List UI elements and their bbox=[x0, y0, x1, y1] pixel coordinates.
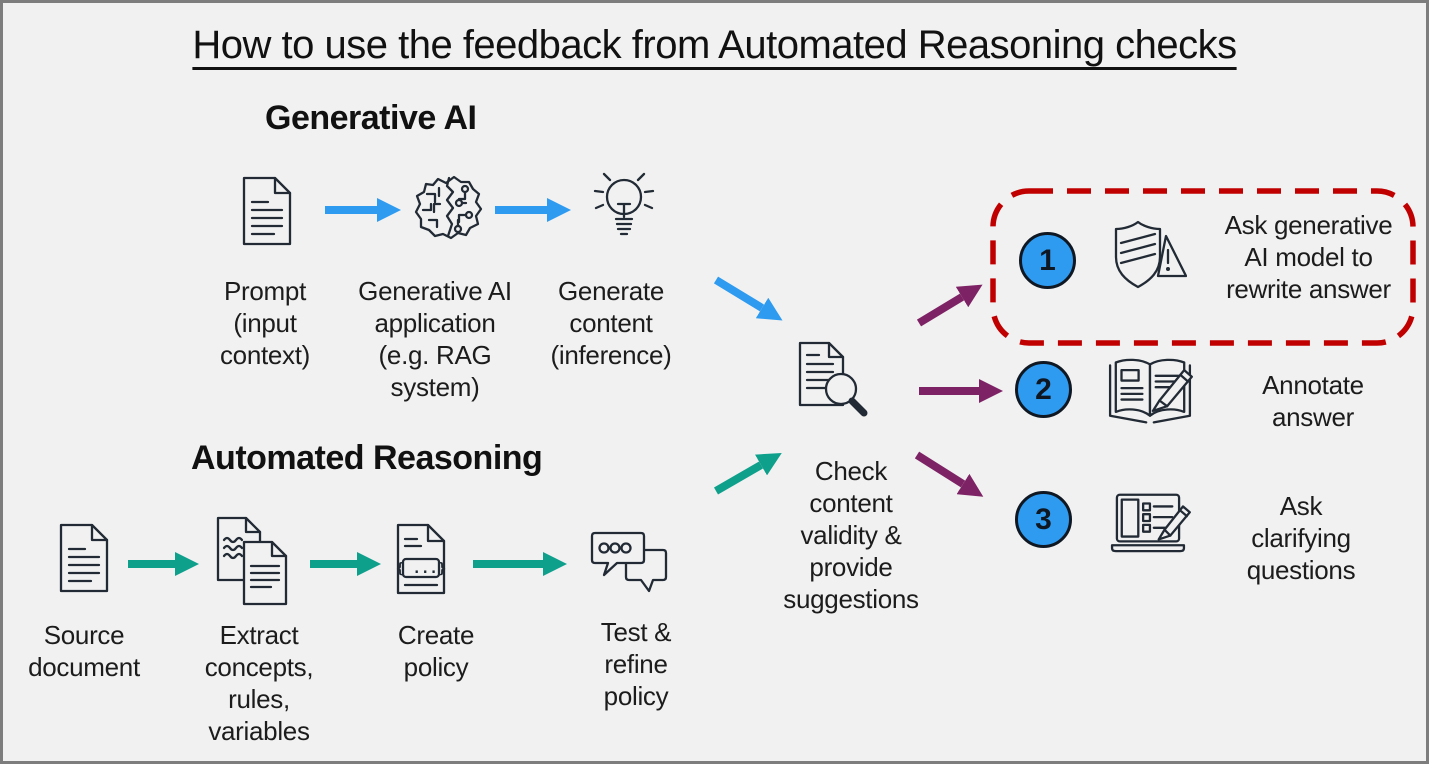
automated-reasoning-section-heading: Automated Reasoning bbox=[191, 439, 543, 477]
page-title: How to use the feedback from Automated R… bbox=[192, 23, 1237, 67]
outcome-2-number: 2 bbox=[1035, 372, 1052, 406]
outcome-1-label: Ask generative AI model to rewrite answe… bbox=[1224, 210, 1393, 304]
outcome-2-label: Annotate answer bbox=[1262, 370, 1364, 432]
chat-bubbles-icon bbox=[587, 530, 671, 594]
outcome-2-number-badge: 2 bbox=[1015, 361, 1072, 418]
step-label-source-document: Source document bbox=[28, 620, 140, 682]
documents-stack-icon bbox=[216, 516, 294, 606]
outcome-1-number-badge: 1 bbox=[1019, 232, 1076, 289]
step-label-extract-concepts: Extract concepts, rules, variables bbox=[204, 620, 314, 746]
arrow-generate-to-check bbox=[713, 276, 783, 321]
document-magnifier-icon bbox=[797, 341, 873, 427]
arrow-check-to-outcome-1 bbox=[916, 284, 983, 327]
outcome-3-label: Ask clarifying questions bbox=[1246, 491, 1356, 585]
laptop-checklist-icon bbox=[1103, 487, 1193, 555]
document-icon bbox=[58, 523, 110, 593]
outcome-3-number: 3 bbox=[1035, 502, 1052, 536]
genai-section-heading: Generative AI bbox=[265, 99, 477, 137]
step-label-generate-content: Generate content (inference) bbox=[550, 276, 672, 370]
step-label-test-refine-policy: Test & refine policy bbox=[600, 617, 672, 711]
arrow-test-to-check bbox=[713, 452, 782, 495]
ai-brain-icon bbox=[413, 173, 483, 241]
annotate-book-icon bbox=[1099, 353, 1201, 429]
step-label-check-content: Check content validity & provide suggest… bbox=[783, 456, 919, 614]
outcome-3-number-badge: 3 bbox=[1015, 491, 1072, 548]
step-label-create-policy: Create policy bbox=[397, 620, 475, 682]
step-label-genai-application: Generative AI application (e.g. RAG syst… bbox=[358, 276, 512, 402]
svg-text:{ ...}: { ...} bbox=[396, 561, 447, 577]
shield-alert-icon bbox=[1111, 219, 1187, 293]
outcome-1-number: 1 bbox=[1039, 243, 1056, 277]
document-icon bbox=[241, 176, 293, 246]
step-label-prompt: Prompt (input context) bbox=[219, 276, 311, 370]
lightbulb-icon bbox=[591, 167, 657, 253]
policy-file-icon: { ...} bbox=[396, 523, 447, 595]
